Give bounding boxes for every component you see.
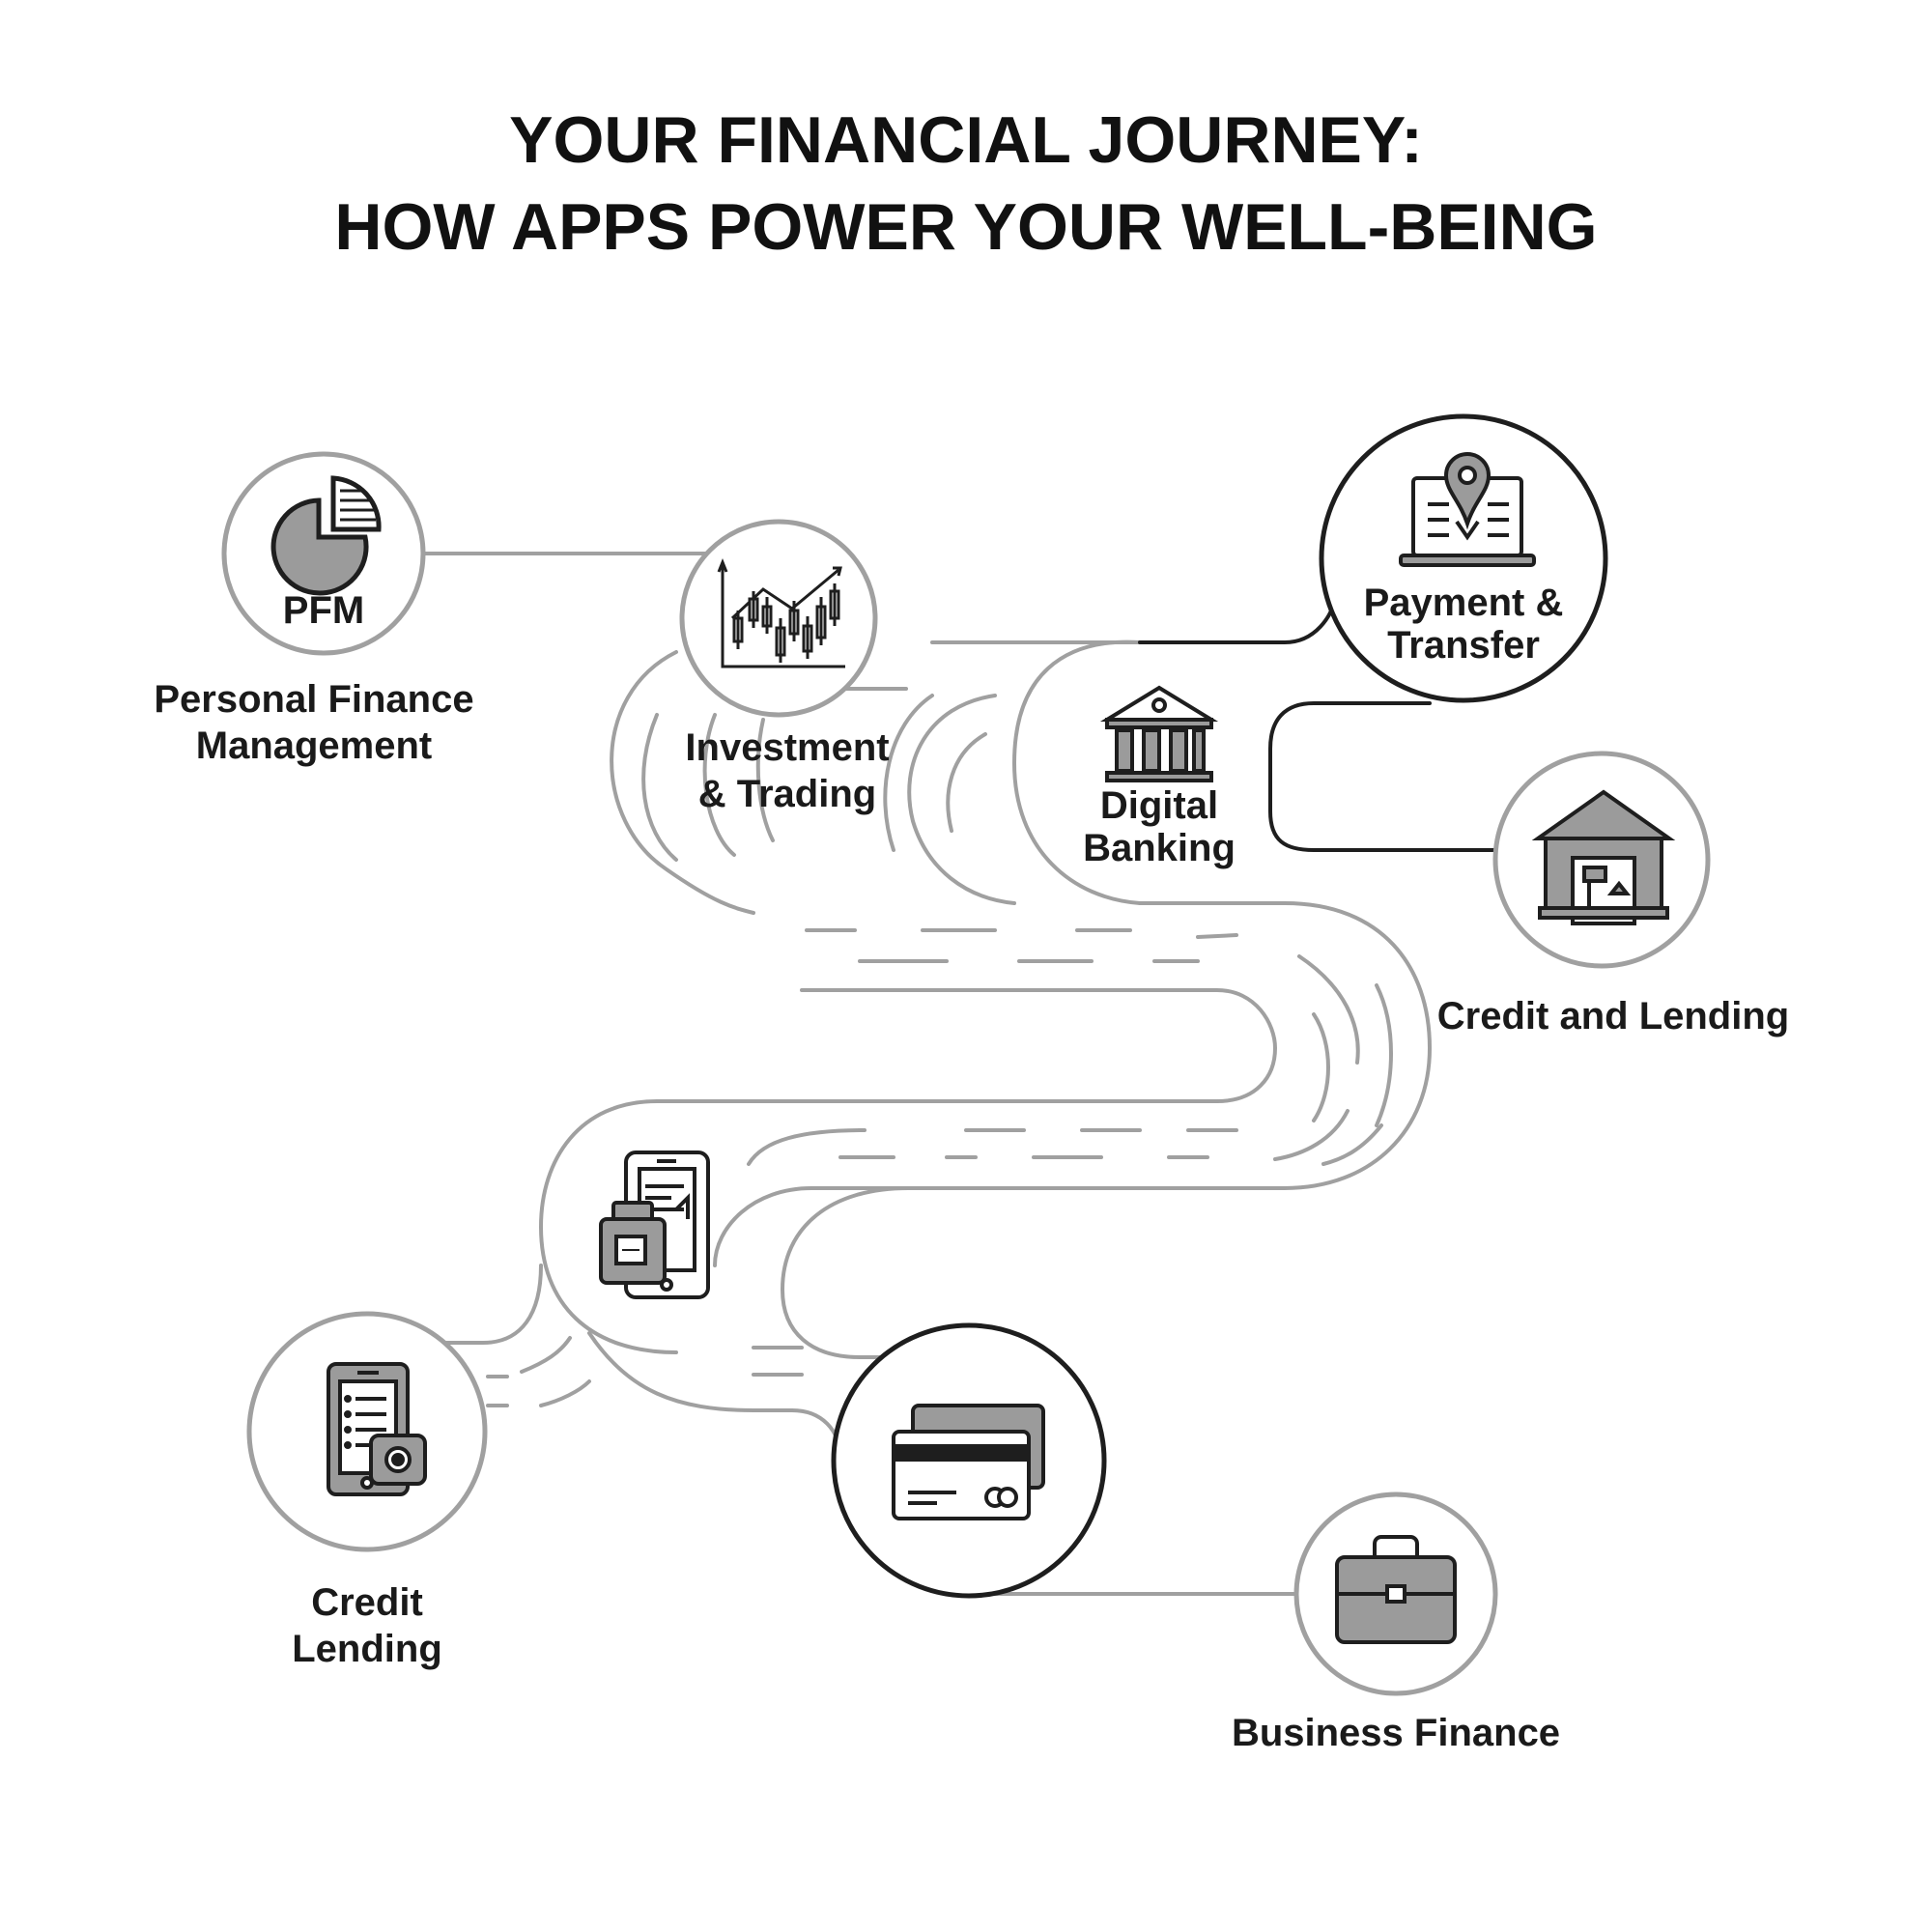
node-payment [1319,413,1608,703]
credit-lending-caption-line-2: Lending [292,1628,442,1670]
connector-wallet-credit [442,1264,543,1345]
payment-caption: Payment & Transfer [1338,582,1589,667]
investment-caption-line-2: & Trading [697,773,877,815]
pfm-caption-line-2: Management [195,724,433,767]
digital-banking-caption: Digital Banking [1067,784,1251,869]
briefcase-icon [1335,1535,1457,1644]
digital-banking-caption-line-1: Digital [1099,784,1219,827]
node-mobile-wallet [599,1151,710,1299]
node-pfm [221,451,426,656]
house-garage-icon [1531,789,1676,925]
title-line-1: YOUR FINANCIAL JOURNEY: [509,103,1423,177]
pfm-circle-label: PFM [282,589,365,632]
candlestick-chart-icon [717,557,845,668]
node-investment [679,519,878,718]
phone-list-icon [327,1362,427,1496]
road-swirl-left [610,650,755,915]
credit-and-lending-caption: Credit and Lending [1436,995,1790,1037]
credit-lending-caption-line-1: Credit [311,1581,423,1624]
pfm-caption: Personal Finance Management [126,676,502,769]
location-pin-laptop-icon [1399,451,1536,567]
node-digital-banking [1099,685,1219,782]
investment-caption-line-1: Investment [685,726,890,769]
pie-chart-icon [270,475,382,596]
pfm-caption-line-1: Personal Finance [154,678,474,721]
credit-lending-caption: Credit Lending [261,1579,473,1672]
payment-caption-line-1: Payment & [1363,582,1564,624]
credit-card-icon [892,1404,1045,1520]
node-business-finance [1293,1492,1498,1696]
page-title: YOUR FINANCIAL JOURNEY: HOW APPS POWER Y… [0,97,1932,270]
title-line-2: HOW APPS POWER YOUR WELL-BEING [334,190,1598,264]
connector-payment-credit [1268,701,1499,852]
mobile-wallet-icon [599,1151,710,1299]
road-loop-wallet [780,1186,929,1359]
road-loop-banking [1011,639,1142,905]
investment-caption: Investment & Trading [667,724,908,817]
connector-payment-banking [1138,587,1340,644]
node-credit-and-lending [1492,751,1711,969]
road-s-curve [713,901,1433,1267]
payment-caption-line-2: Transfer [1387,624,1540,667]
node-cards [831,1322,1107,1599]
road-lines [423,552,1433,1596]
node-credit-lending [246,1311,488,1552]
business-finance-caption: Business Finance [1231,1712,1561,1754]
bank-building-icon [1099,685,1219,782]
digital-banking-caption-line-2: Banking [1083,827,1236,869]
